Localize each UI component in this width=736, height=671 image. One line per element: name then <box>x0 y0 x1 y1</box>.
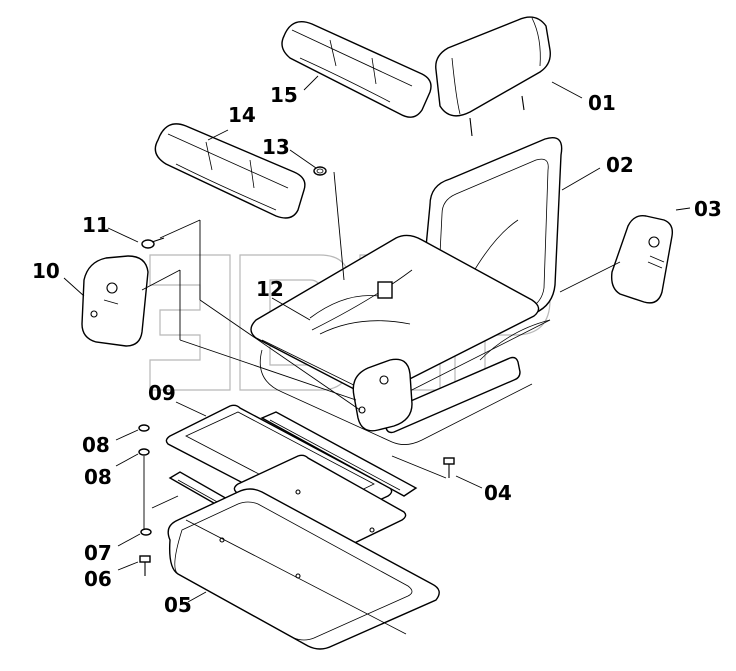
part-08-washers <box>138 424 150 456</box>
leader-lines <box>63 75 691 603</box>
part-07-washer <box>140 528 152 536</box>
label-11: 11 <box>82 213 110 237</box>
part-05-suspension-base <box>167 488 440 650</box>
label-01: 01 <box>588 91 616 115</box>
label-08-lower: 08 <box>84 465 112 489</box>
part-15-armrest-right <box>281 21 432 118</box>
part-10-side-cover-left <box>81 255 149 347</box>
part-02-seat-assembly <box>250 137 563 445</box>
label-15: 15 <box>270 83 298 107</box>
part-04-bolt <box>443 457 455 478</box>
part-labels: 01 02 03 04 05 06 07 08 08 09 10 11 12 1… <box>32 83 722 617</box>
part-base-plate <box>233 454 407 552</box>
part-11-screw <box>141 237 165 249</box>
label-10: 10 <box>32 259 60 283</box>
label-09: 09 <box>148 381 176 405</box>
part-13-bushing <box>313 166 327 176</box>
label-06: 06 <box>84 567 112 591</box>
part-01-headrest <box>435 16 551 137</box>
part-03-side-cover-right <box>610 215 674 304</box>
label-07: 07 <box>84 541 112 565</box>
label-05: 05 <box>164 593 192 617</box>
part-06-bolt <box>139 555 151 576</box>
label-03: 03 <box>694 197 722 221</box>
label-08-upper: 08 <box>82 433 110 457</box>
label-12: 12 <box>256 277 284 301</box>
part-14-armrest-left <box>154 123 306 219</box>
label-14: 14 <box>228 103 256 127</box>
label-13: 13 <box>262 135 290 159</box>
label-02: 02 <box>606 153 634 177</box>
label-04: 04 <box>484 481 512 505</box>
